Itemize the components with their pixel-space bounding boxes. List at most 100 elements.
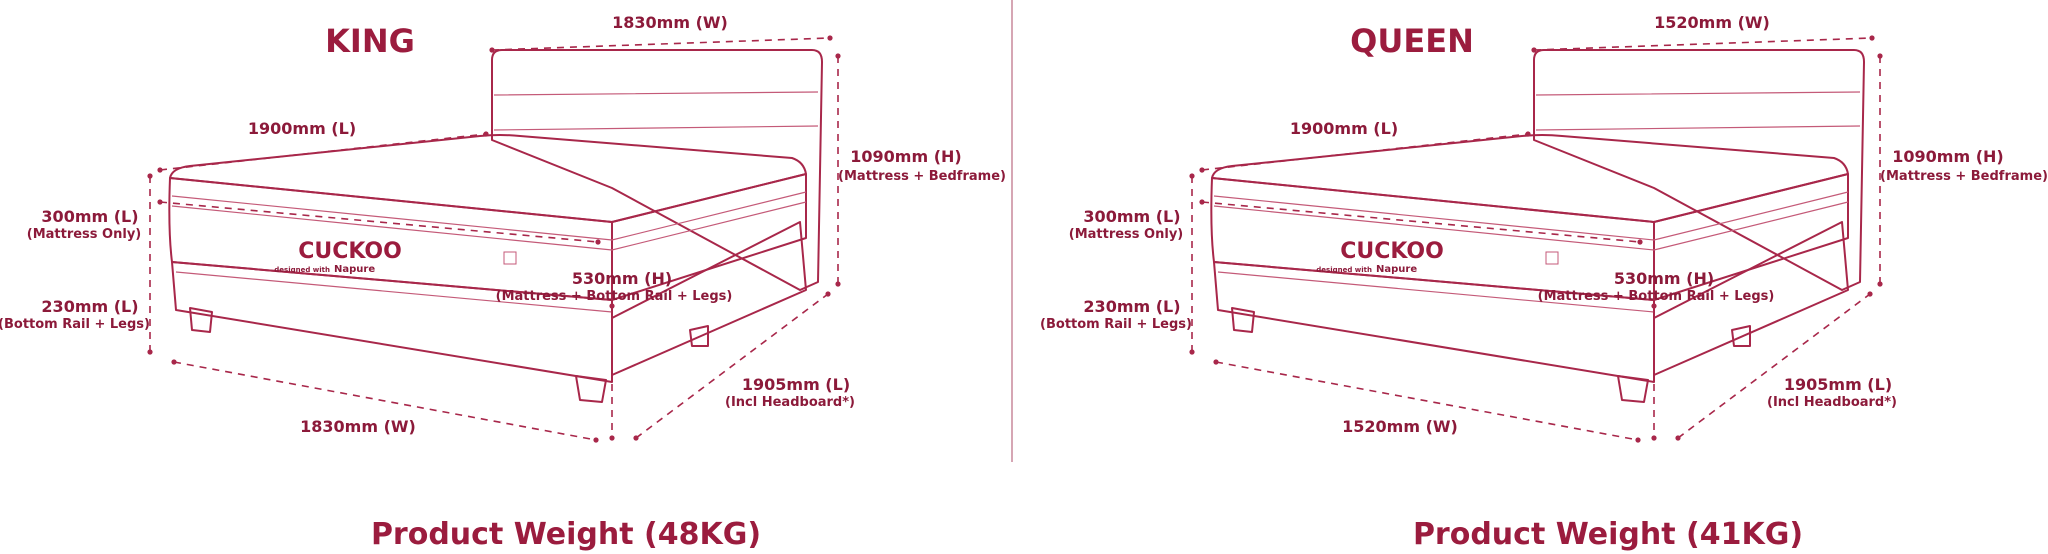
front-height-line-start-dot (609, 303, 615, 309)
length-bottom-line (635, 293, 829, 439)
width-top-line-start-dot (489, 47, 495, 53)
front-height-note: (Mattress + Bottom Rail + Legs) (1538, 289, 1775, 304)
dimension-lines (1189, 35, 1883, 443)
front-height-label: 530mm (H) (572, 269, 672, 288)
mattress-top-line (1201, 201, 1641, 243)
brand-partner: Napure (1376, 264, 1417, 275)
width-bottom-line-start-dot (171, 359, 177, 365)
front-height-line-end-dot (1651, 435, 1657, 441)
mattress-top-line-start-dot (157, 199, 163, 205)
dimension-labels: QUEEN 1520mm (W) 1900mm (L) 1090mm (H) (Matt… (1040, 13, 2048, 552)
brand-partner: Napure (334, 264, 375, 275)
length-bottom-note: (Incl Headboard*) (725, 395, 855, 410)
height-total-note: (Mattress + Bedframe) (838, 169, 1006, 184)
width-top-line (1533, 37, 1873, 51)
length-bottom-line-end-dot (1867, 291, 1873, 297)
length-bottom-note: (Incl Headboard*) (1767, 395, 1897, 410)
brand-logo: CUCKOO (1340, 239, 1444, 264)
product-weight-label: Product Weight (41KG) (1413, 517, 1803, 552)
headboard (1533, 49, 1865, 291)
dimension-labels: KING 1830mm (W) 1900mm (L) 1090mm (H) (Mattr… (0, 13, 1006, 552)
length-bottom-line (1677, 293, 1871, 439)
headboard-seams (493, 91, 819, 131)
rail-height-note: (Bottom Rail + Legs) (1040, 317, 1192, 332)
bed-illustration: CUCKOO designed with Napure (1210, 49, 1865, 403)
width-bottom-line (1215, 361, 1639, 441)
length-bottom-line-end-dot (825, 291, 831, 297)
height-total-label: 1090mm (H) (1892, 147, 2003, 166)
label-tag (503, 251, 517, 265)
leg-front-right (575, 375, 607, 403)
rail-seam (175, 271, 613, 313)
mattress-height-label: 300mm (L) (1083, 207, 1180, 226)
width-top-line-end-dot (827, 35, 833, 41)
length-side-label: 1900mm (L) (248, 119, 356, 138)
length-side-line-start-dot (1199, 167, 1205, 173)
panel-title: KING (325, 22, 415, 60)
mattress-top (1211, 134, 1849, 223)
headboard (491, 49, 823, 291)
rail-height-label: 230mm (L) (41, 297, 138, 316)
left-height-line-start-dot (147, 173, 153, 179)
bottom-rail-front (1213, 261, 1655, 383)
mattress-height-label: 300mm (L) (41, 207, 138, 226)
mattress-quilt-lines (171, 191, 807, 251)
length-bottom-label: 1905mm (L) (742, 375, 850, 394)
leg-front-left (1231, 307, 1255, 333)
front-height-line-end-dot (609, 435, 615, 441)
length-bottom-line-start-dot (1675, 435, 1681, 441)
bottom-rail-front (171, 261, 613, 383)
mattress-side (1653, 173, 1849, 301)
mattress-side (611, 173, 807, 301)
leg-front-left (189, 307, 213, 333)
length-side-line (1201, 133, 1529, 171)
brand-tagline: designed with (274, 266, 330, 274)
length-side-label: 1900mm (L) (1290, 119, 1398, 138)
mattress-height-note: (Mattress Only) (1069, 227, 1184, 242)
leg-front-right (1617, 375, 1649, 403)
width-top-line (491, 37, 831, 51)
left-height-line-end-dot (1189, 349, 1195, 355)
headboard-seams (1535, 91, 1861, 131)
height-total-line-start-dot (835, 53, 841, 59)
dimension-lines (147, 35, 841, 443)
front-height-label: 530mm (H) (1614, 269, 1714, 288)
panel-king: CUCKOO designed with Napure KING 1830mm (W) 1… (0, 13, 1006, 552)
product-weight-label: Product Weight (48KG) (371, 517, 761, 552)
length-side-line (159, 133, 487, 171)
brand-tagline: designed with (1316, 266, 1372, 274)
mattress-top-line-end-dot (595, 239, 601, 245)
width-top-line-start-dot (1531, 47, 1537, 53)
length-side-line-end-dot (1525, 131, 1531, 137)
width-top-line-end-dot (1869, 35, 1875, 41)
front-height-line-start-dot (1651, 303, 1657, 309)
mattress-height-note: (Mattress Only) (27, 227, 142, 242)
brand-logo: CUCKOO (298, 239, 402, 264)
panel-queen: CUCKOO designed with Napure QUEEN 1520mm (W)… (1040, 13, 2048, 552)
mattress-top-line-end-dot (1637, 239, 1643, 245)
length-side-line-start-dot (157, 167, 163, 173)
width-top-label: 1830mm (W) (612, 13, 728, 32)
length-bottom-line-start-dot (633, 435, 639, 441)
leg-back-right (689, 325, 709, 347)
rail-height-label: 230mm (L) (1083, 297, 1180, 316)
left-height-line-start-dot (1189, 173, 1195, 179)
width-bottom-line-end-dot (1635, 437, 1641, 443)
rail-height-note: (Bottom Rail + Legs) (0, 317, 150, 332)
mattress-top (169, 134, 807, 223)
length-bottom-label: 1905mm (L) (1784, 375, 1892, 394)
panel-title: QUEEN (1350, 22, 1474, 60)
height-total-line-start-dot (1877, 53, 1883, 59)
width-top-label: 1520mm (W) (1654, 13, 1770, 32)
front-height-note: (Mattress + Bottom Rail + Legs) (496, 289, 733, 304)
bed-illustration: CUCKOO designed with Napure (168, 49, 823, 403)
height-total-label: 1090mm (H) (850, 147, 961, 166)
mattress-top-line (159, 201, 599, 243)
height-total-note: (Mattress + Bedframe) (1880, 169, 2048, 184)
height-total-line-end-dot (835, 281, 841, 287)
mattress-top-line-start-dot (1199, 199, 1205, 205)
width-bottom-line-end-dot (593, 437, 599, 443)
length-side-line-end-dot (483, 131, 489, 137)
